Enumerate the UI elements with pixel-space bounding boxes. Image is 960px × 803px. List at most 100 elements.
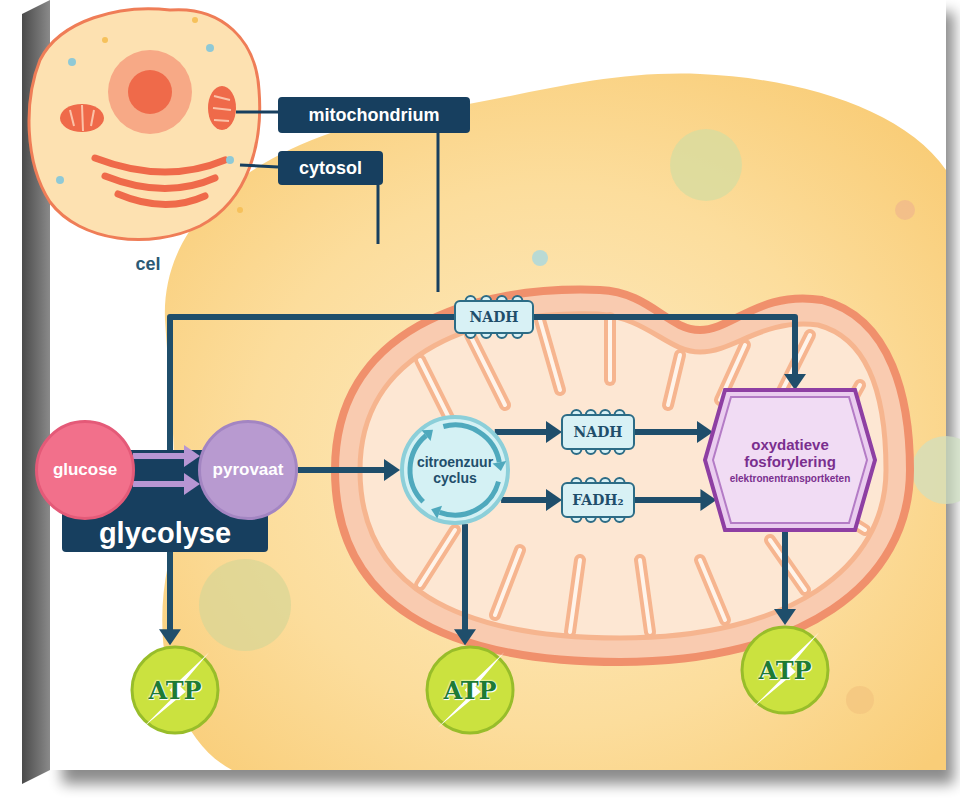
small-mitochondrion — [60, 104, 104, 132]
deco-dot — [846, 686, 874, 714]
flow-arrow — [495, 421, 562, 443]
cell-label: cel — [118, 254, 178, 275]
arrow-head — [384, 459, 400, 481]
cycle-fill — [402, 417, 508, 523]
molecule-fill — [200, 422, 297, 519]
cycle-arrow — [440, 482, 499, 515]
flow-arrow — [634, 489, 716, 511]
arrow-line — [167, 552, 173, 633]
molecule-fill — [37, 422, 134, 519]
energy-bolt — [143, 652, 210, 728]
atp-disc — [427, 647, 513, 733]
golgi — [95, 158, 225, 172]
node-text: citroenzuur cyclus — [412, 454, 498, 486]
vesicle — [192, 17, 198, 23]
arrow-head — [454, 629, 476, 645]
cell-membrane — [29, 9, 260, 240]
carrier-box: FADH₂ — [562, 483, 634, 517]
cristae — [495, 550, 520, 615]
deco-circle — [199, 559, 291, 651]
node-text: elektronentransportketen — [715, 473, 865, 484]
cristae — [570, 560, 580, 632]
vesicle — [56, 176, 64, 184]
label-box: cytosol — [278, 151, 383, 185]
golgi — [105, 176, 215, 189]
deco-circle — [670, 129, 742, 201]
cycle-circle: citroenzuur cyclus — [400, 415, 510, 525]
node-text: ATP — [148, 676, 201, 705]
background-blob — [162, 74, 960, 770]
node-text: mitochondrium — [309, 105, 440, 126]
cell-illustration — [29, 9, 260, 240]
node-text: oxydatieve fosforylering — [730, 436, 850, 470]
process-band: glycolyseglucosepyrovaat — [62, 450, 268, 552]
cristae — [540, 320, 560, 390]
flow-arrow — [774, 530, 796, 625]
arrow-head — [546, 489, 562, 511]
arrow-line — [782, 530, 788, 613]
cristae — [700, 560, 725, 620]
node-text: NADH — [469, 309, 518, 325]
atp-badge: ATP — [130, 645, 220, 735]
atp-disc — [742, 627, 828, 713]
yellow-blob — [162, 74, 946, 770]
atp-badge: ATP — [425, 645, 515, 735]
arrow-line — [634, 497, 704, 503]
nucleolus — [128, 70, 172, 114]
label-box: mitochondrium — [278, 97, 470, 133]
process-hexagon: oxydatieve fosforylering elektronentransp… — [705, 390, 875, 530]
cristae — [470, 335, 505, 405]
small-mitochondrion — [208, 86, 236, 130]
atp-disc — [132, 647, 218, 733]
arrow-line — [133, 453, 188, 459]
node-text: NADH — [573, 424, 622, 440]
arrow-line — [495, 429, 550, 435]
carrier-rect — [455, 301, 533, 333]
cristae — [640, 560, 650, 632]
golgi — [118, 194, 205, 205]
carrier-box: NADH — [562, 415, 634, 449]
arrow-head — [159, 629, 181, 645]
vesicle — [226, 156, 234, 164]
node-text: ATP — [758, 656, 811, 685]
flow-arrow — [298, 459, 400, 481]
deco-circle — [912, 436, 960, 504]
cristae — [640, 560, 650, 632]
cycle-arrow-head — [431, 506, 442, 519]
arrow-head — [546, 421, 562, 443]
carrier-rect — [562, 483, 634, 517]
cristae — [495, 550, 520, 615]
small-mitochondrion — [213, 96, 231, 121]
molecule-circle: glucose — [35, 420, 135, 520]
hexagon-outline — [705, 390, 875, 530]
flow-arrow — [501, 489, 562, 511]
molecule-circle: pyrovaat — [198, 420, 298, 520]
small-mitochondrion — [70, 105, 94, 131]
arrow-line — [634, 429, 701, 435]
carrier-box: NADH — [455, 301, 533, 333]
node-text: ATP — [443, 676, 496, 705]
arrow-head — [784, 374, 806, 390]
atp-badge: ATP — [740, 625, 830, 715]
nucleus — [108, 50, 192, 134]
cristae — [470, 335, 505, 405]
hexagon-inner — [713, 397, 867, 523]
cristae — [420, 530, 455, 585]
mitochondrion-illustration — [335, 290, 910, 662]
leader-line — [377, 185, 380, 244]
cristae — [540, 320, 560, 390]
cycle-arrow-head — [492, 461, 506, 471]
arrow-line — [170, 317, 455, 450]
flow-arrow — [533, 317, 806, 390]
energy-bolt — [438, 652, 505, 728]
leader-line — [240, 165, 278, 167]
cycle-arrow-head — [422, 430, 433, 441]
leader-line — [437, 133, 440, 292]
flow-arrow — [170, 317, 455, 450]
canvas-face — [50, 0, 946, 770]
arrow-line — [298, 467, 388, 473]
arrow-line — [533, 317, 795, 378]
arrow-line — [133, 481, 188, 487]
leader-line — [236, 111, 278, 114]
